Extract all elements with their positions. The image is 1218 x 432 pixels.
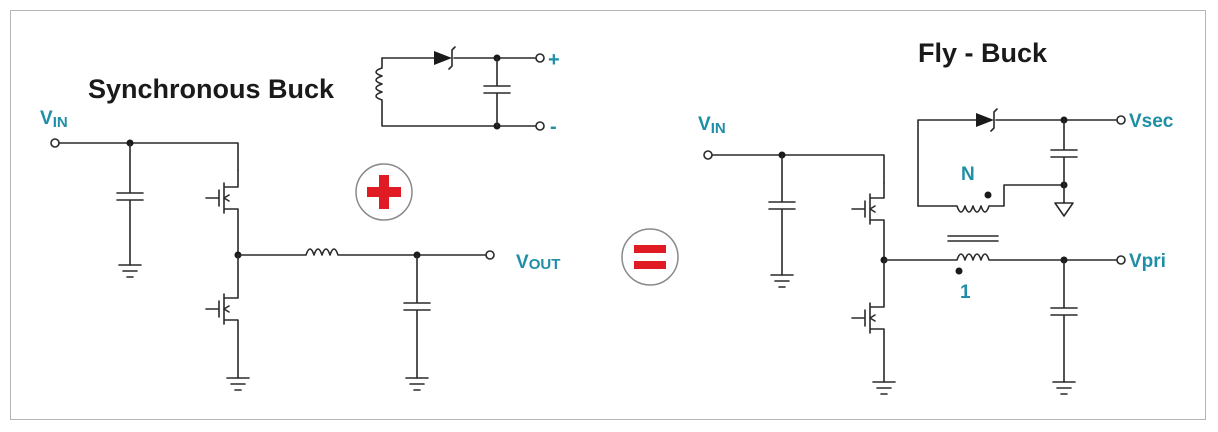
title-synchronous-buck: Synchronous Buck: [88, 74, 335, 104]
buck-high-side-mosfet: [205, 169, 239, 256]
flybuck-vin-terminal: [703, 150, 713, 160]
flybuck-secondary-winding: [917, 184, 1065, 213]
flybuck-high-side-mosfet: [851, 182, 885, 261]
flybuck-input-ground: [770, 274, 794, 288]
synchronous-buck-circuit: VIN VOUT: [40, 108, 560, 391]
flybuck-output-capacitor: [1050, 259, 1078, 383]
buck-vout-label: VOUT: [516, 252, 560, 273]
buck-ground: [226, 377, 250, 391]
secondary-diode: [434, 46, 456, 70]
buck-low-side-mosfet: [205, 254, 239, 379]
title-fly-buck: Fly - Buck: [918, 38, 1048, 68]
turns-n-label: N: [961, 164, 975, 185]
primary-dot: [955, 267, 963, 275]
secondary-dot: [984, 191, 992, 199]
buck-inductor: [237, 248, 487, 256]
flybuck-secondary-capacitor: [1050, 119, 1078, 204]
secondary-minus-terminal: [535, 121, 545, 131]
vsec-label: Vsec: [1129, 111, 1174, 132]
secondary-capacitor: [483, 57, 511, 127]
fly-buck-circuit: VIN N 1: [698, 108, 1174, 395]
primary-winding: [883, 253, 1118, 261]
flybuck-low-side-mosfet: [851, 259, 885, 383]
buck-output-ground: [405, 377, 429, 391]
secondary-minus-label: -: [550, 116, 557, 138]
equals-operator: [621, 228, 679, 286]
turns-1-label: 1: [960, 282, 971, 303]
secondary-winding-circuit: + -: [375, 46, 560, 138]
flybuck-input-capacitor: [768, 154, 796, 276]
secondary-plus-label: +: [548, 49, 560, 71]
buck-output-capacitor: [403, 254, 431, 379]
buck-input-ground: [118, 264, 142, 278]
flybuck-secondary-ground: [1054, 202, 1074, 217]
buck-vout-terminal: [485, 250, 495, 260]
buck-vin-terminal: [50, 138, 60, 148]
buck-input-wire: [58, 142, 239, 171]
plus-operator: [355, 163, 413, 221]
flybuck-vin-label: VIN: [698, 114, 726, 137]
secondary-plus-terminal: [535, 53, 545, 63]
vsec-terminal: [1116, 115, 1126, 125]
vpri-terminal: [1116, 255, 1126, 265]
transformer-core: [947, 235, 999, 242]
vpri-label: Vpri: [1129, 251, 1166, 272]
flybuck-output-ground: [1052, 381, 1076, 395]
diagram-frame: [10, 10, 1206, 420]
flybuck-diode: [976, 108, 998, 132]
secondary-coil: [375, 57, 537, 127]
buck-vin-label: VIN: [40, 108, 68, 131]
buck-input-capacitor: [116, 142, 144, 266]
flybuck-ground: [872, 381, 896, 395]
